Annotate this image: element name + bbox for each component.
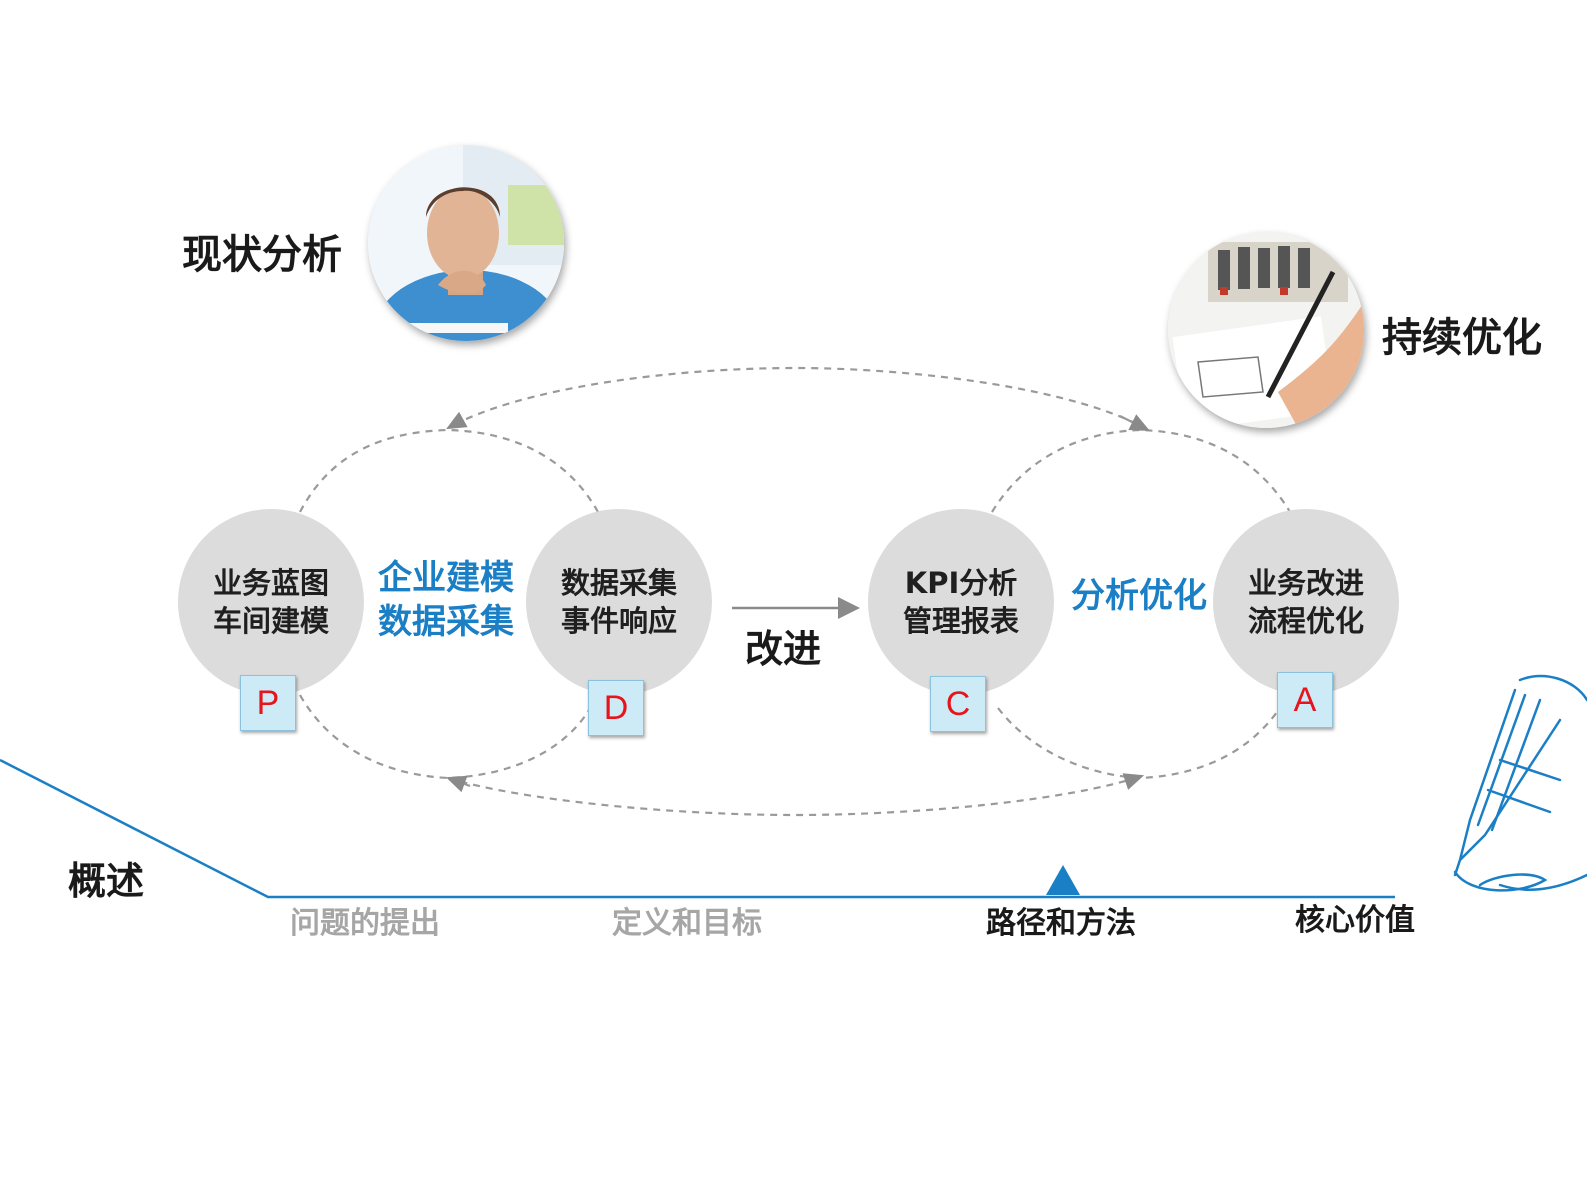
node-act-line-2: 流程优化 (1247, 604, 1364, 638)
pd-loop-top (299, 428, 599, 513)
timeline-item-definition[interactable]: 定义和目标 (612, 906, 762, 941)
right-link-text: 分析优化 (1071, 576, 1207, 616)
timeline-item-path[interactable]: 路径和方法 (986, 906, 1136, 941)
node-do-line-2: 事件响应 (560, 604, 677, 638)
continuous-optimization-label: 持续优化 (1382, 315, 1542, 361)
node-plan-line-1: 业务蓝图 (212, 566, 329, 600)
node-check: KPI分析 管理报表 (868, 509, 1054, 695)
badge-act: A (1277, 672, 1333, 728)
left-link-text: 企业建模 数据采集 (378, 556, 514, 644)
node-check-line-1: KPI分析 (904, 566, 1018, 600)
ca-loop-bottom (997, 699, 1286, 780)
pd-loop-bottom (299, 694, 593, 780)
current-analysis-label: 现状分析 (182, 232, 342, 278)
badge-check: C (930, 676, 986, 732)
timeline-line (0, 758, 1395, 899)
person-thinking-photo (368, 145, 564, 341)
node-plan-line-2: 车间建模 (212, 604, 329, 638)
outer-arc-bottom-left-head (445, 775, 471, 793)
hand-writing-photo (1168, 232, 1364, 428)
improve-label: 改进 (745, 627, 822, 671)
node-do: 数据采集 事件响应 (526, 509, 712, 695)
badge-plan: P (240, 675, 296, 731)
node-plan: 业务蓝图 车间建模 (178, 509, 364, 695)
left-link-line-2: 数据采集 (378, 602, 514, 642)
timeline-item-problem[interactable]: 问题的提出 (290, 906, 440, 941)
timeline-marker (1046, 865, 1080, 895)
outer-arc-top-right-head (1119, 414, 1150, 431)
node-check-line-2: 管理报表 (902, 604, 1019, 638)
node-act-line-1: 业务改进 (1247, 566, 1364, 600)
overview-label: 概述 (68, 859, 145, 903)
left-link-line-1: 企业建模 (378, 558, 514, 598)
outer-arc-top (446, 366, 1149, 431)
node-do-line-1: 数据采集 (560, 566, 677, 600)
timeline-item-core-value[interactable]: 核心价值 (1295, 903, 1415, 938)
badge-do: D (588, 680, 644, 736)
node-act: 业务改进 流程优化 (1213, 509, 1399, 695)
ca-loop-top (991, 428, 1291, 513)
improve-arrow-head (838, 597, 860, 619)
